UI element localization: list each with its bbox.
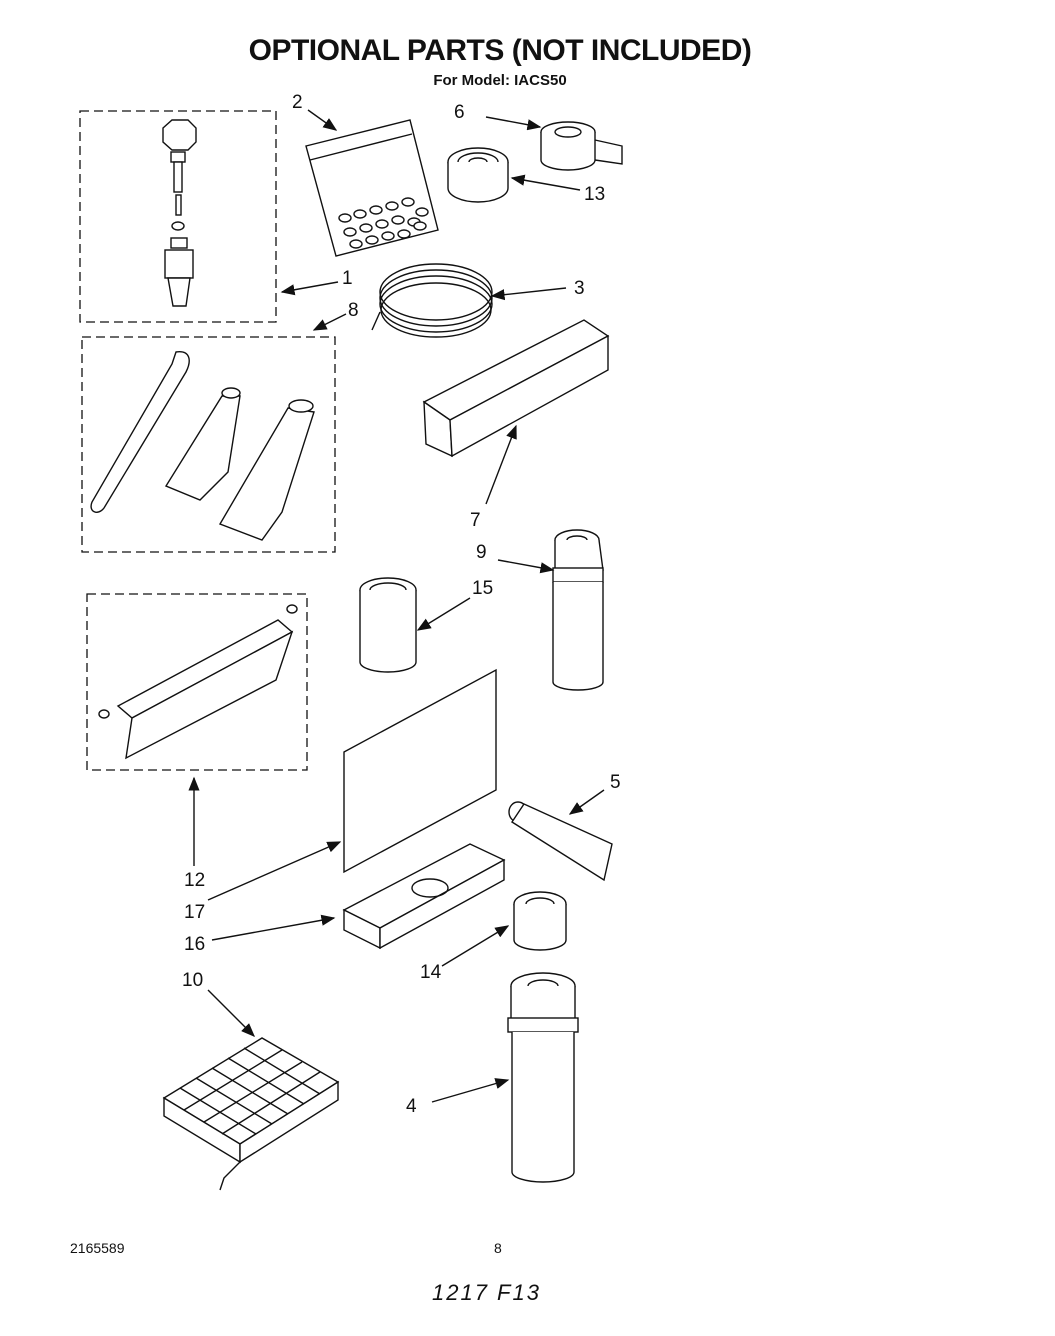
bag-bead [353, 209, 367, 219]
leader-lines [188, 109, 605, 1103]
part-7-foam-block [422, 319, 610, 458]
bag-bead [369, 205, 383, 215]
callout-12: 12 [184, 870, 205, 891]
part-10-heater-grid [162, 1037, 340, 1191]
part-6-tape-roll [540, 121, 623, 171]
part-17-panel-sheet [343, 668, 497, 874]
callout-4: 4 [406, 1096, 417, 1117]
bag-bead [385, 201, 399, 211]
part-3-wire-coil [371, 263, 493, 338]
bag-bead [401, 197, 415, 207]
bag-bead [359, 223, 373, 233]
handwritten-note: 1217 F13 [432, 1280, 541, 1305]
callout-10: 10 [182, 970, 203, 991]
callout-14: 14 [420, 962, 442, 983]
callout-5: 5 [610, 772, 621, 793]
callout-3: 3 [574, 278, 585, 299]
bag-bead [391, 215, 405, 225]
callout-15: 15 [472, 578, 493, 599]
part-14-short-cylinder [513, 891, 567, 951]
callout-7: 7 [470, 510, 481, 531]
bag-bead [338, 213, 352, 223]
callout-16: 16 [184, 934, 205, 955]
bag-bead [375, 219, 389, 229]
bag-bead [381, 231, 395, 241]
part-1-fitting-kit [79, 110, 277, 323]
model-subtitle: For Model: IACS50 [433, 72, 567, 89]
callout-8: 8 [348, 300, 359, 321]
part-12-drain-channel [86, 593, 308, 771]
part-9-spray-can [552, 529, 604, 691]
part-5-sealant-tube [508, 801, 613, 882]
bag-bead [343, 227, 357, 237]
callout-17: 17 [184, 902, 205, 923]
part-2-parts-bag [305, 119, 439, 257]
callout-9: 9 [476, 542, 487, 563]
callout-2: 2 [292, 92, 303, 113]
callout-13: 13 [584, 184, 605, 205]
document-number: 2165589 [70, 1240, 125, 1256]
part-15-cylinder [359, 577, 417, 673]
bag-bead [397, 229, 411, 239]
page-number: 8 [494, 1240, 502, 1256]
part-16-foam-gasket [342, 843, 506, 950]
bag-bead [365, 235, 379, 245]
part-4-tall-can [507, 972, 579, 1183]
bag-bead [349, 239, 363, 249]
bag-bead [413, 221, 427, 231]
callout-1: 1 [342, 268, 353, 289]
bag-bead [415, 207, 429, 217]
part-13-insulation-tape [447, 147, 509, 203]
page-title: OPTIONAL PARTS (NOT INCLUDED) [248, 34, 752, 67]
part-8-sealant-kit [81, 336, 336, 553]
callout-6: 6 [454, 102, 465, 123]
